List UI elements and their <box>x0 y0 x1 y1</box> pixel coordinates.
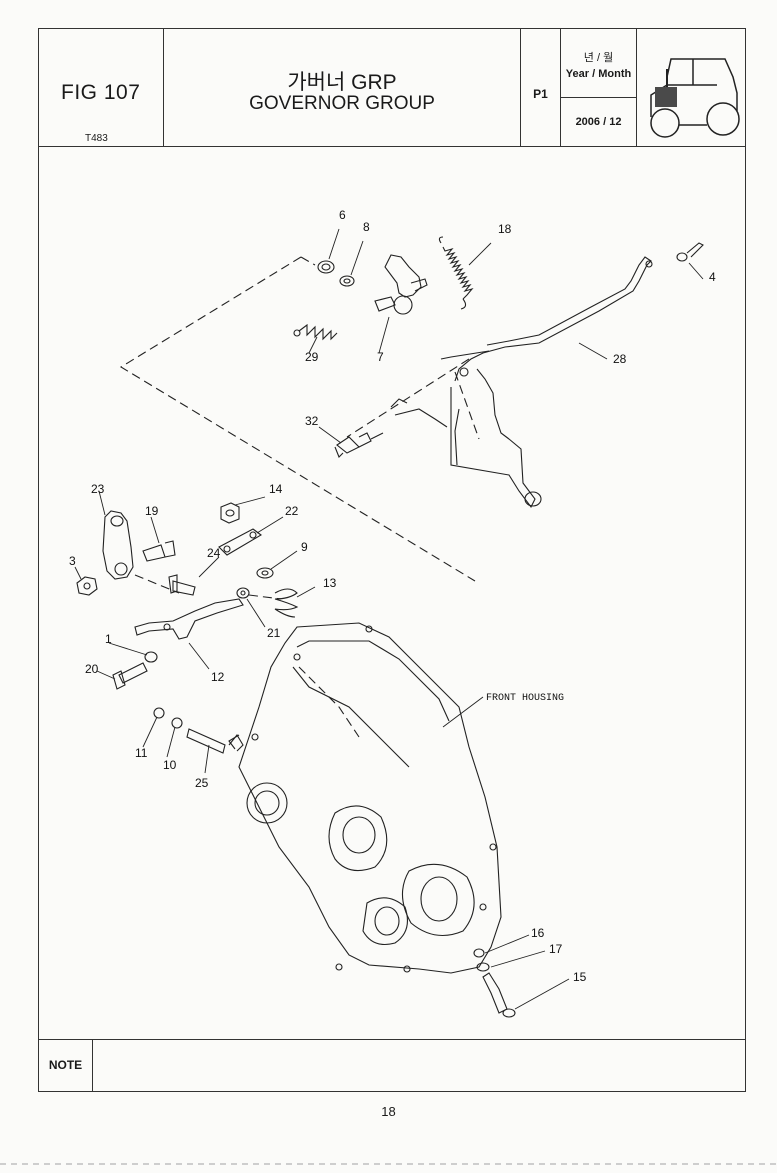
part-29-spring <box>293 323 338 341</box>
callout-19: 19 <box>145 504 159 518</box>
page-number: 18 <box>381 1104 396 1119</box>
callout-1: 1 <box>105 632 112 646</box>
date-cell: 년 / 월 Year / Month 2006 / 12 <box>561 29 637 147</box>
part-4-clip <box>676 242 704 262</box>
callout-32: 32 <box>305 414 319 428</box>
dashed-guide-lines <box>119 256 480 738</box>
date-label-box: 년 / 월 Year / Month <box>561 29 636 98</box>
callout-24: 24 <box>207 546 221 560</box>
callout-18: 18 <box>498 222 512 236</box>
title-english: GOVERNOR GROUP <box>249 93 435 114</box>
scan-artifact <box>0 1163 777 1165</box>
front-housing-label: FRONT HOUSING <box>486 693 564 704</box>
title-korean: 가버너 GRP <box>287 71 397 94</box>
callout-29: 29 <box>305 350 319 364</box>
callout-15: 15 <box>573 970 587 984</box>
callout-28: 28 <box>613 352 627 366</box>
callout-14: 14 <box>269 482 283 496</box>
figure-cell: FIG 107 T483 <box>39 29 164 147</box>
callout-3: 3 <box>69 554 76 568</box>
callout-4: 4 <box>709 270 716 284</box>
callout-8: 8 <box>363 220 370 234</box>
part-32-adjusting-screw <box>334 432 384 458</box>
header: FIG 107 T483 가버너 GRP GOVERNOR GROUP P1 년… <box>39 29 745 147</box>
date-value: 2006 / 12 <box>575 116 622 128</box>
date-label-english: Year / Month <box>565 68 632 80</box>
front-housing <box>228 622 502 974</box>
callout-12: 12 <box>211 670 225 684</box>
callout-10: 10 <box>163 758 177 772</box>
leader-lines <box>74 228 704 1010</box>
callout-7: 7 <box>377 350 384 364</box>
page-label-cell: P1 <box>521 29 561 147</box>
callout-11: 11 <box>135 746 148 760</box>
tractor-icon <box>650 58 740 138</box>
page-label: P1 <box>533 87 548 101</box>
callout-25: 25 <box>195 776 209 790</box>
callout-23: 23 <box>91 482 105 496</box>
callout-20: 20 <box>85 662 99 676</box>
part-18-spring <box>438 236 474 310</box>
callout-9: 9 <box>301 540 308 554</box>
note-row: NOTE <box>39 1039 745 1091</box>
note-label-cell: NOTE <box>39 1040 93 1091</box>
parts-6-8-washers <box>317 260 355 287</box>
figure-number: FIG 107 <box>61 81 141 104</box>
note-label: NOTE <box>48 1058 83 1072</box>
tractor-icon-cell <box>637 29 745 147</box>
governor-lever-group <box>390 256 653 509</box>
page-frame: FIG 107 T483 가버너 GRP GOVERNOR GROUP P1 년… <box>38 28 746 1092</box>
callout-6: 6 <box>339 208 346 222</box>
figure-code: T483 <box>85 133 108 144</box>
callout-21: 21 <box>267 626 281 640</box>
parts-15-16-17-bolt <box>473 948 516 1018</box>
callout-22: 22 <box>285 504 299 518</box>
callout-16: 16 <box>531 926 545 940</box>
title-cell: 가버너 GRP GOVERNOR GROUP <box>164 29 521 147</box>
callout-17: 17 <box>549 942 563 956</box>
governor-linkage-parts <box>76 502 299 754</box>
part-7-arm <box>374 254 428 315</box>
callout-13: 13 <box>323 576 337 590</box>
date-label-korean: 년 / 월 <box>583 52 614 64</box>
